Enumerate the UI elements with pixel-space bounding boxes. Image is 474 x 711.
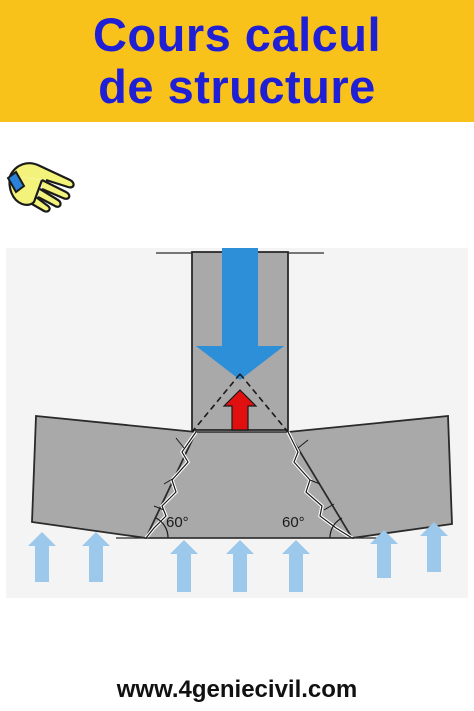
- soil-pressure-arrows: [28, 522, 448, 592]
- angle-label-left: 60°: [166, 514, 189, 531]
- soil-arrow: [28, 532, 56, 582]
- title-line-2: de structure: [98, 60, 376, 113]
- reaction-arrow: [222, 389, 258, 431]
- angle-arc-right: [329, 517, 343, 539]
- title-banner: Cours calcul de structure: [0, 0, 474, 122]
- angle-label-right: 60°: [282, 514, 305, 531]
- angle-arc-left: [155, 517, 169, 539]
- foundation-diagram: 60° 60°: [6, 248, 468, 598]
- soil-arrow: [82, 532, 110, 582]
- soil-arrow: [226, 540, 254, 592]
- shear-line-right: [239, 373, 289, 433]
- soil-arrow: [370, 530, 398, 578]
- shear-line-left: [191, 373, 241, 433]
- soil-arrow: [420, 522, 448, 572]
- pointing-hand-icon: [6, 162, 75, 213]
- soil-arrow: [282, 540, 310, 592]
- soil-arrow: [170, 540, 198, 592]
- website-url[interactable]: www.4geniecivil.com: [116, 676, 358, 703]
- load-arrow: [196, 248, 284, 380]
- title-line-1: Cours calcul: [92, 8, 382, 61]
